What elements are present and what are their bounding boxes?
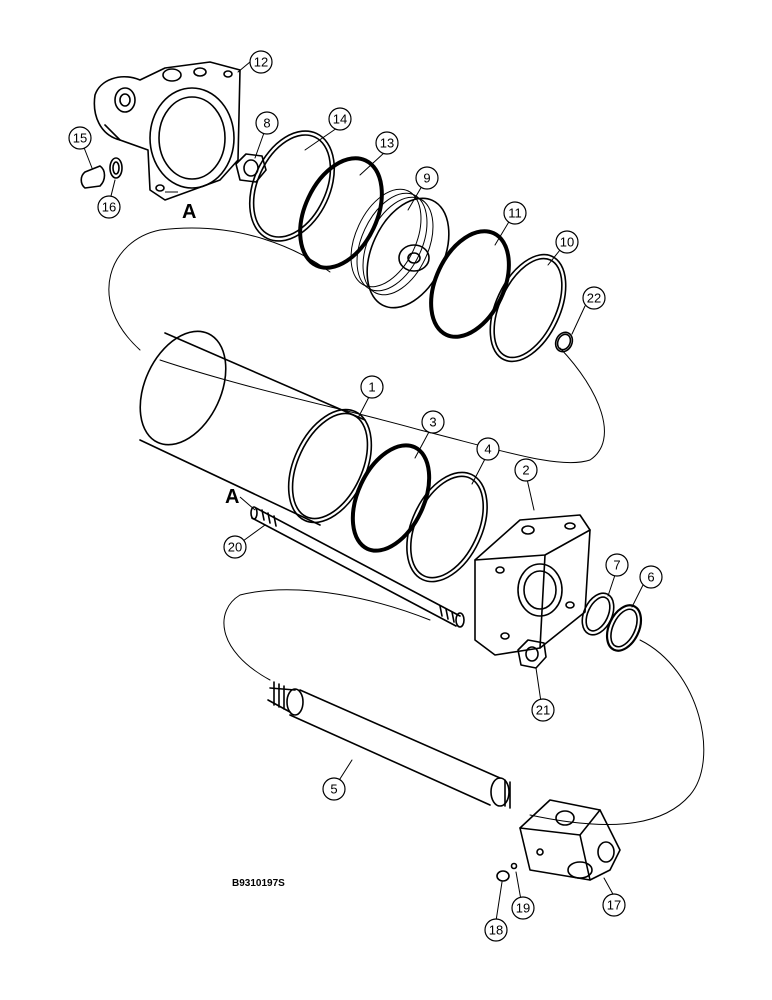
oring-part-3 xyxy=(350,443,432,553)
callout-label-14: 14 xyxy=(333,112,347,127)
washer-part-16 xyxy=(109,157,123,179)
figure-code: B9310197S xyxy=(232,878,285,889)
setscrew-part-18 xyxy=(496,870,510,882)
ring-part-7 xyxy=(581,592,615,636)
oring-part-13 xyxy=(298,156,384,270)
nut-part-8 xyxy=(235,153,267,183)
nut-part-21 xyxy=(517,639,547,669)
callout-circle-10 xyxy=(555,230,579,254)
callout-label-1: 1 xyxy=(368,380,375,395)
callout-circle-15 xyxy=(68,126,92,150)
callout-label-22: 22 xyxy=(587,291,601,306)
callout-circle-1 xyxy=(360,375,384,399)
callout-circle-17 xyxy=(602,893,626,917)
callout-circle-22 xyxy=(582,286,606,310)
callout-circle-21 xyxy=(531,698,555,722)
ring-part-10 xyxy=(489,253,567,363)
callout-circle-14 xyxy=(328,107,352,131)
ring-part-14 xyxy=(248,130,336,242)
callout-label-5: 5 xyxy=(330,782,337,797)
head-part-12 xyxy=(93,61,241,201)
callout-label-8: 8 xyxy=(263,116,270,131)
callout-label-9: 9 xyxy=(423,171,430,186)
callout-circle-7 xyxy=(605,553,629,577)
tierod-part-20 xyxy=(250,506,465,628)
ref-mark-arrow-bottom xyxy=(239,496,256,511)
cylinder-barrel xyxy=(139,330,366,526)
callout-circle-20 xyxy=(223,535,247,559)
reference-mark-a-bottom: A xyxy=(225,486,239,508)
callout-circle-8 xyxy=(255,111,279,135)
callout-label-19: 19 xyxy=(516,901,530,916)
callout-circle-19 xyxy=(511,896,535,920)
callout-label-17: 17 xyxy=(607,898,621,913)
callout-label-11: 11 xyxy=(508,206,522,221)
callout-label-4: 4 xyxy=(484,442,491,457)
ring-part-4 xyxy=(406,471,488,583)
callout-label-3: 3 xyxy=(429,415,436,430)
callout-circle-9 xyxy=(415,166,439,190)
callout-label-2: 2 xyxy=(522,463,529,478)
callout-circle-6 xyxy=(639,565,663,589)
callout-label-21: 21 xyxy=(536,703,550,718)
callout-circle-3 xyxy=(421,410,445,434)
callout-label-12: 12 xyxy=(254,55,268,70)
callout-circle-5 xyxy=(322,777,346,801)
endcap-part-2 xyxy=(474,514,591,656)
ball-part-19 xyxy=(510,862,518,870)
callout-circle-4 xyxy=(476,437,500,461)
assembly-loop-upper-left xyxy=(159,227,331,273)
clevis-part-17 xyxy=(519,799,621,881)
callout-circle-18 xyxy=(484,918,508,942)
ring-part-6 xyxy=(605,604,643,652)
callout-label-7: 7 xyxy=(613,558,620,573)
callout-label-13: 13 xyxy=(380,136,394,151)
callout-label-6: 6 xyxy=(647,570,654,585)
piston-part-9 xyxy=(350,188,450,309)
callout-label-15: 15 xyxy=(73,131,87,146)
reference-mark-a-top: A xyxy=(182,201,196,223)
callout-label-18: 18 xyxy=(489,923,503,938)
leader-lines xyxy=(82,61,644,922)
callout-label-20: 20 xyxy=(228,540,242,555)
callout-circle-16 xyxy=(97,195,121,219)
ring-part-22 xyxy=(554,331,574,353)
callout-circle-2 xyxy=(514,458,538,482)
assembly-loop-lower xyxy=(223,589,705,825)
rod-part-5 xyxy=(267,681,511,809)
callout-circle-12 xyxy=(249,50,273,74)
callout-label-10: 10 xyxy=(560,235,574,250)
callout-circle-13 xyxy=(375,131,399,155)
callout-circle-11 xyxy=(503,201,527,225)
callout-label-16: 16 xyxy=(102,200,116,215)
plug-part-15 xyxy=(80,165,106,189)
